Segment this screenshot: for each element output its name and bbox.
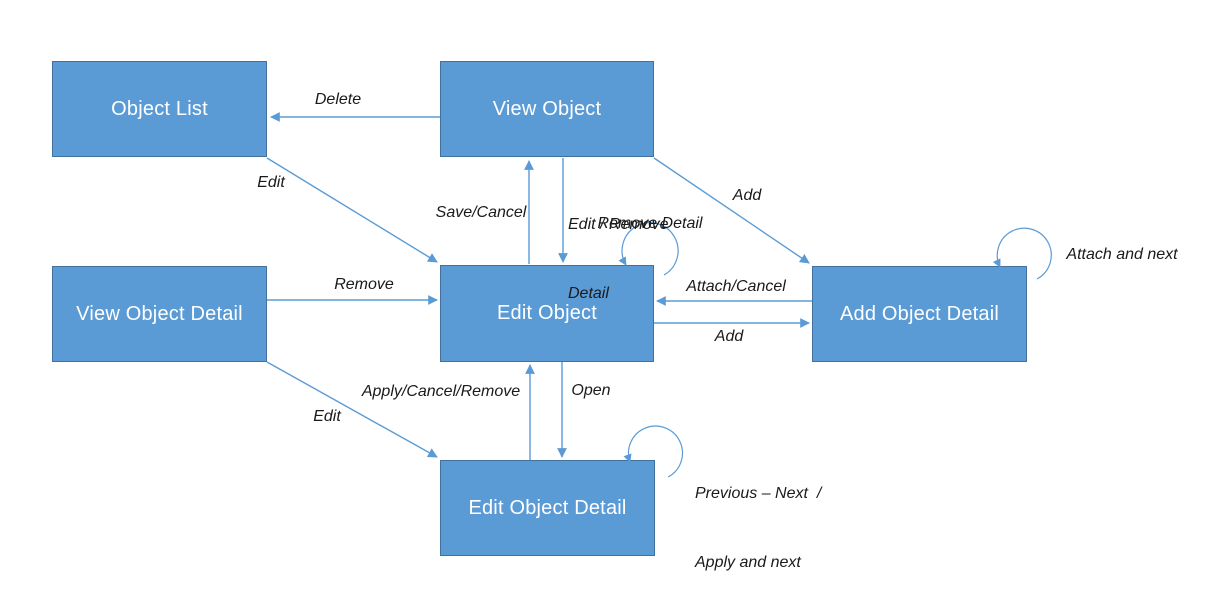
node-view-object-detail: View Object Detail: [52, 266, 267, 362]
edge-label-edit-top: Edit: [257, 174, 285, 191]
edge-label-attach-cancel: Attach/Cancel: [686, 278, 786, 295]
node-label-add-object-detail: Add Object Detail: [839, 302, 1000, 325]
edge-edit-top-line: [266, 157, 438, 263]
edge-label-attach-and-next-loop: Attach and next: [1066, 246, 1178, 263]
node-edit-object-detail: Edit Object Detail: [440, 460, 655, 556]
edge-label-edit-bottom: Edit: [313, 408, 341, 425]
node-label-view-object: View Object: [492, 97, 602, 120]
edge-label-remove-detail-loop: Remove Detail: [597, 215, 703, 232]
node-label-edit-object-detail: Edit Object Detail: [468, 496, 627, 519]
node-add-object-detail: Add Object Detail: [812, 266, 1027, 362]
node-view-object: View Object: [440, 61, 654, 157]
node-label-edit-object: Edit Object: [496, 302, 598, 324]
edge-label-save-cancel: Save/Cancel: [435, 204, 527, 221]
node-label-view-object-detail: View Object Detail: [76, 302, 243, 325]
edge-label-edit-remove-detail: Edit / Remove Detail: [568, 216, 669, 302]
edge-edit-bottom-line: [266, 361, 438, 458]
node-label-object-list: Object List: [111, 97, 208, 120]
node-edit-object: Edit Object: [440, 265, 654, 362]
edge-label-add-horizontal: Add: [714, 328, 744, 345]
edge-label-add-diagonal: Add: [732, 187, 762, 204]
edge-label-previous-next-loop: Previous – Next / Apply and next: [695, 485, 822, 571]
edge-label-apply-cancel-remove: Apply/Cancel/Remove: [361, 383, 521, 400]
node-object-list: Object List: [52, 61, 267, 157]
edge-label-delete: Delete: [314, 91, 362, 108]
edge-add-diagonal-line: [653, 157, 810, 264]
edge-label-open: Open: [571, 382, 611, 399]
edge-label-remove: Remove: [334, 276, 394, 293]
